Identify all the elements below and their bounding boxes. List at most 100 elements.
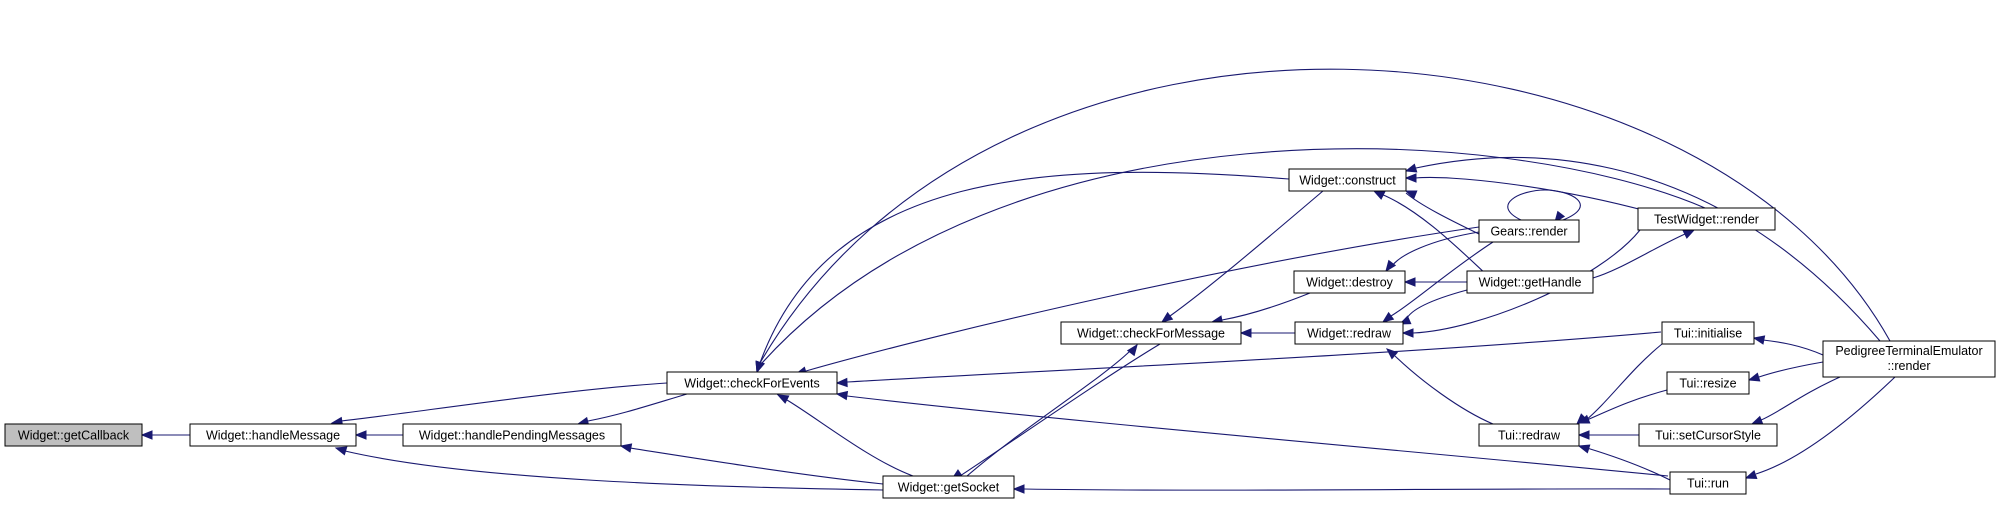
arrowhead: [140, 430, 153, 440]
call-edge: [1405, 192, 1480, 235]
arrowhead: [1747, 372, 1761, 382]
call-edge: [1762, 339, 1824, 356]
arrowhead: [776, 394, 790, 404]
arrowhead: [334, 446, 348, 456]
node-label: Tui::redraw: [1498, 429, 1561, 443]
node-label: Gears::render: [1490, 225, 1567, 239]
node-label: Tui::setCursorStyle: [1655, 429, 1761, 443]
call-edge: [1586, 447, 1671, 481]
node-widget-gethandle[interactable]: Widget::getHandle: [1466, 270, 1594, 294]
call-edge: [966, 350, 1131, 477]
node-label: Widget::checkForEvents: [684, 377, 819, 391]
node-label: Widget::checkForMessage: [1077, 327, 1225, 341]
arrowhead: [354, 430, 367, 440]
arrowhead: [1401, 328, 1414, 338]
arrowhead: [1682, 229, 1696, 239]
node-widget-redraw[interactable]: Widget::redraw: [1294, 321, 1404, 345]
call-edge: [1023, 488, 1671, 491]
node-tui-redraw[interactable]: Tui::redraw: [1478, 423, 1580, 447]
arrowhead: [1385, 259, 1397, 273]
call-edge: [805, 226, 1480, 372]
call-edge: [1391, 231, 1480, 267]
call-edge: [1394, 355, 1494, 425]
node-gears-render[interactable]: Gears::render: [1478, 219, 1580, 243]
node-label: Tui::initialise: [1674, 327, 1742, 341]
node-widget-handlemessage[interactable]: Widget::handleMessage: [189, 423, 357, 447]
call-edge: [1584, 343, 1663, 422]
node-tui-resize[interactable]: Tui::resize: [1666, 371, 1750, 395]
arrowhead: [835, 390, 849, 401]
call-edge: [959, 343, 1161, 477]
node-label: Widget::handlePendingMessages: [419, 429, 605, 443]
arrowhead: [755, 360, 765, 374]
call-edge: [1507, 189, 1581, 221]
arrowhead: [1403, 277, 1416, 287]
node-label: TestWidget::render: [1654, 213, 1759, 227]
node-label: Widget::getHandle: [1479, 276, 1582, 290]
node-label: Widget::redraw: [1307, 327, 1392, 341]
node-widget-getcallback[interactable]: Widget::getCallback: [4, 423, 143, 447]
call-edge: [1405, 289, 1468, 321]
arrowhead: [619, 443, 633, 453]
call-edge: [340, 382, 668, 422]
call-edge: [761, 148, 1706, 364]
arrowhead: [1404, 190, 1418, 200]
arrowhead: [1385, 348, 1399, 360]
node-tui-initialise[interactable]: Tui::initialise: [1661, 321, 1755, 345]
call-edge: [759, 171, 1290, 364]
call-edge: [1415, 156, 1881, 342]
arrowhead: [1381, 311, 1395, 323]
call-edge: [1755, 376, 1896, 475]
call-edge: [1592, 233, 1686, 279]
call-edge: [1390, 241, 1494, 317]
node-label: Tui::resize: [1679, 377, 1736, 391]
arrowhead: [1160, 311, 1174, 323]
call-edge: [1758, 361, 1824, 378]
call-edge: [629, 447, 884, 485]
arrowhead: [1577, 414, 1591, 424]
node-label: Widget::construct: [1299, 174, 1396, 188]
call-edge: [587, 393, 688, 422]
node-widget-construct[interactable]: Widget::construct: [1288, 168, 1407, 192]
node-label: Widget::destroy: [1306, 276, 1394, 290]
node-widget-checkformessage[interactable]: Widget::checkForMessage: [1060, 321, 1242, 345]
arrowhead: [1012, 484, 1025, 494]
node-label: PedigreeTerminalEmulator: [1835, 344, 1982, 358]
arrowhead: [1239, 328, 1252, 338]
arrowhead: [1404, 173, 1417, 183]
call-edge: [846, 331, 1662, 383]
call-edge: [1415, 176, 1651, 213]
node-tui-setcursorstyle[interactable]: Tui::setCursorStyle: [1638, 423, 1778, 447]
arrowhead: [1577, 430, 1590, 440]
call-edge: [1412, 229, 1641, 334]
arrowhead: [1744, 470, 1758, 480]
node-widget-getsocket[interactable]: Widget::getSocket: [882, 475, 1015, 499]
node-widget-destroy[interactable]: Widget::destroy: [1293, 270, 1406, 294]
node-widget-checkforevents[interactable]: Widget::checkForEvents: [666, 371, 838, 395]
arrowhead: [1752, 335, 1766, 345]
arrowhead: [1126, 343, 1138, 357]
call-edge: [1380, 193, 1489, 277]
node-label: Widget::getCallback: [18, 429, 130, 443]
call-edge: [344, 450, 884, 491]
call-edge: [1221, 292, 1311, 321]
arrowhead: [1577, 444, 1591, 454]
arrowhead: [1372, 190, 1386, 200]
node-label: Tui::run: [1687, 477, 1729, 491]
node-testwidget-render[interactable]: TestWidget::render: [1637, 207, 1776, 231]
arrowhead: [835, 377, 848, 388]
call-edge: [786, 399, 914, 477]
node-label: Widget::handleMessage: [206, 429, 340, 443]
arrowhead: [1554, 210, 1566, 224]
node-pedigreeterminalemulator-render[interactable]: PedigreeTerminalEmulator ::render: [1822, 340, 1996, 378]
arrowhead: [1750, 415, 1764, 425]
node-widget-handlependingmessages[interactable]: Widget::handlePendingMessages: [402, 423, 622, 447]
call-edge: [1586, 389, 1668, 421]
arrowhead: [1404, 163, 1418, 173]
node-label: Widget::getSocket: [898, 481, 1000, 495]
node-tui-run[interactable]: Tui::run: [1669, 471, 1747, 495]
call-edge: [846, 395, 1669, 477]
node-label-line2: ::render: [1887, 359, 1930, 373]
call-edge: [1760, 376, 1841, 421]
